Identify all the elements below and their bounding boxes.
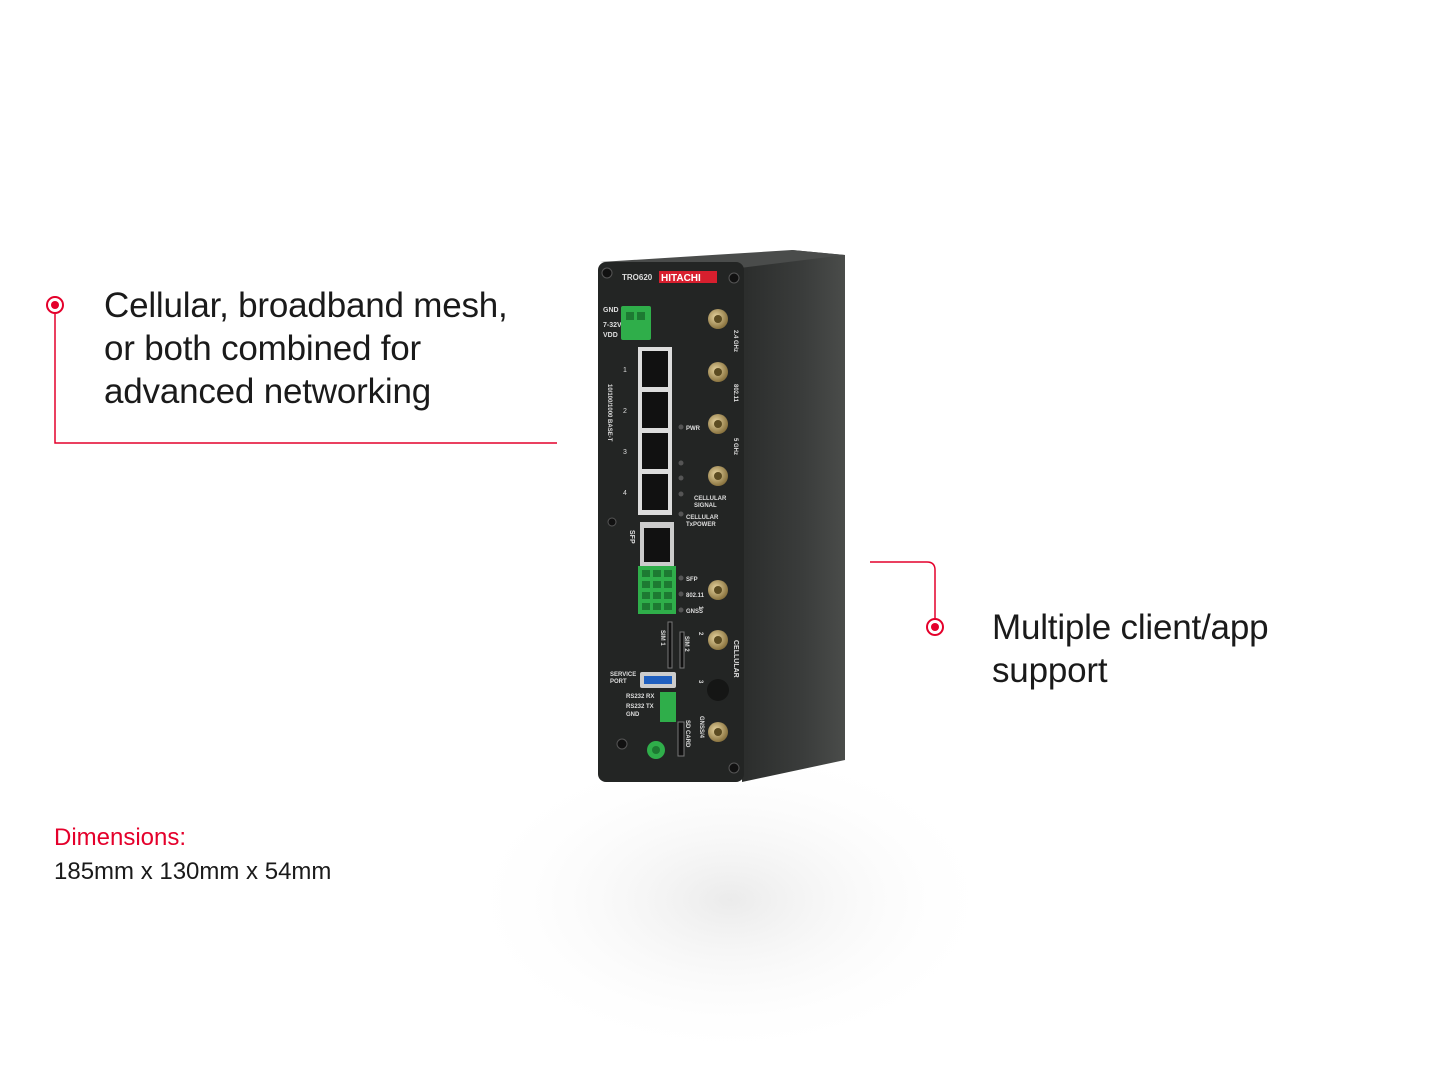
ethernet-port-3[interactable] <box>642 433 668 469</box>
label-power: 7-32V <box>603 322 622 329</box>
sim-slot-1[interactable] <box>667 621 673 669</box>
label-service-1: SERVICE <box>610 672 636 678</box>
label-pwr: PWR <box>686 426 701 432</box>
label-ethernet: 10/100/1000 BASE-T <box>606 384 612 442</box>
label-port-1: 1 <box>623 367 627 374</box>
callout-line: or both combined for <box>104 329 422 368</box>
antenna-connectors <box>707 309 729 742</box>
dimensions-value: 185mm x 130mm x 54mm <box>54 858 332 885</box>
ethernet-ports <box>642 351 668 510</box>
device-model: TRO620 <box>622 273 653 282</box>
callout-marker-icon <box>926 618 944 636</box>
sim-slot-2[interactable] <box>679 631 685 669</box>
device-side <box>738 250 845 782</box>
callout-right-line <box>870 561 936 618</box>
brand-badge <box>659 271 717 283</box>
label-port-3: 3 <box>623 449 627 456</box>
label-rs232-rx: RS232 RX <box>626 694 654 700</box>
device-shadow <box>460 740 1000 1060</box>
ethernet-port-2[interactable] <box>642 392 668 428</box>
screw-icon <box>728 272 740 284</box>
label-cell-num-3: 3 <box>697 680 703 684</box>
rs232-terminal <box>660 692 676 722</box>
screw-icon <box>616 738 628 750</box>
label-vdd: VDD <box>603 332 618 339</box>
status-leds <box>678 424 684 613</box>
sd-card-slot[interactable] <box>677 721 685 757</box>
label-led-sfp: SFP <box>686 577 698 583</box>
label-5ghz: 5 GHz <box>732 438 738 455</box>
label-gnss: GNSS/4 <box>698 716 704 739</box>
label-cell-tx-1: CELLULAR <box>686 515 719 521</box>
label-sim2: SIM 2 <box>683 636 689 652</box>
callout-line: support <box>992 651 1108 690</box>
label-rs232-tx: RS232 TX <box>626 704 654 710</box>
label-cell-tx-2: TxPOWER <box>686 522 716 528</box>
screw-icon <box>601 267 613 279</box>
label-cell-num-1: 1 <box>697 606 703 610</box>
callout-networking: Cellular, broadband mesh, or both combin… <box>104 284 544 413</box>
label-led-80211: 802.11 <box>686 593 705 599</box>
callout-line: Cellular, broadband mesh, <box>104 286 508 325</box>
label-sfp: SFP <box>628 530 635 544</box>
screw-icon <box>728 762 740 774</box>
label-led-gnss: GNSS <box>686 609 703 615</box>
callout-multi-client: Multiple client/app support <box>992 606 1322 692</box>
label-ant-80211: 802.11 <box>732 384 738 403</box>
label-cell-num-2: 2 <box>697 632 703 636</box>
screw-icon <box>607 517 617 527</box>
label-rs232-gnd: GND <box>626 712 640 718</box>
label-24ghz: 2.4 GHz <box>732 330 738 352</box>
label-cell-signal-2: SIGNAL <box>694 503 717 509</box>
label-port-4: 4 <box>623 490 627 497</box>
dimensions-label: Dimensions: <box>54 824 187 851</box>
callout-left-line <box>54 314 557 444</box>
label-sd-card: SD CARD <box>684 720 690 748</box>
ethernet-port-4[interactable] <box>642 474 668 510</box>
antenna-cap-icon <box>707 679 729 701</box>
label-cellular: CELLULAR <box>732 640 739 678</box>
device-brand: HITACHI <box>661 273 701 284</box>
callout-line: Multiple client/app <box>992 608 1269 647</box>
label-sim1: SIM 1 <box>659 630 665 646</box>
label-service-2: PORT <box>610 679 627 685</box>
callout-line: advanced networking <box>104 372 431 411</box>
callout-marker-icon <box>46 296 64 314</box>
ethernet-port-1[interactable] <box>642 351 668 387</box>
label-gnd: GND <box>603 307 619 314</box>
label-cell-signal-1: CELLULAR <box>694 496 727 502</box>
power-terminal <box>621 306 651 340</box>
label-port-2: 2 <box>623 408 627 415</box>
